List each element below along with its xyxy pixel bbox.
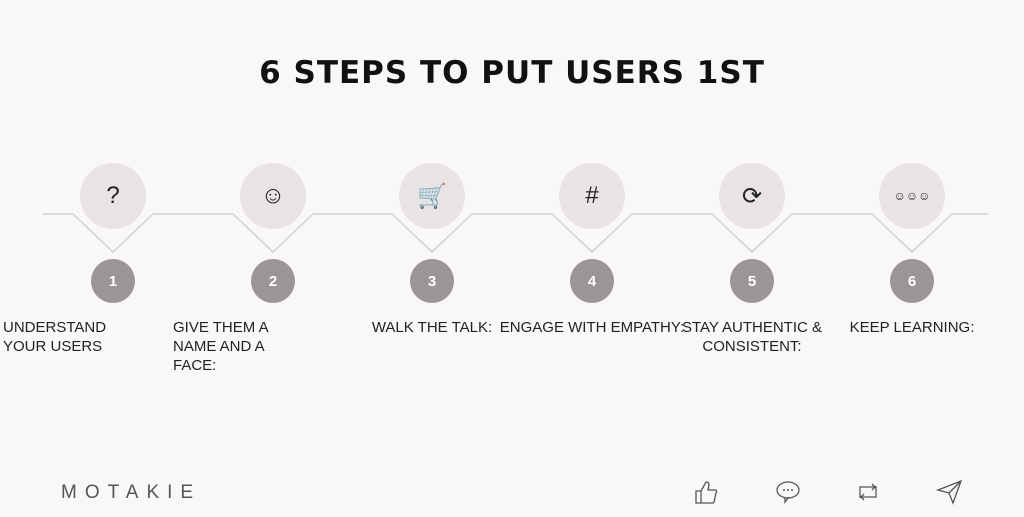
- repost-icon[interactable]: [854, 478, 882, 506]
- step-number: 1: [91, 259, 135, 303]
- step-icon-circle: #: [559, 163, 625, 229]
- brand-logo: MOTAKIE: [61, 482, 202, 503]
- step-label: STAY AUTHENTIC & CONSISTENT:: [681, 319, 823, 355]
- step-label: ENGAGE WITH EMPATHY:: [499, 319, 685, 336]
- step-number: 4: [570, 259, 614, 303]
- step-number: 6: [890, 259, 934, 303]
- social-engagement-icon: #: [585, 182, 599, 209]
- step-number: 5: [730, 259, 774, 303]
- send-icon[interactable]: [935, 478, 963, 506]
- journey-cart-icon: 🛒: [417, 182, 447, 210]
- step-label: KEEP LEARNING:: [849, 319, 975, 336]
- step-icon-circle: ⟳: [719, 163, 785, 229]
- step-label: GIVE THEM A NAME AND A FACE:: [173, 319, 268, 374]
- like-icon[interactable]: [693, 478, 721, 506]
- step-icon-circle: ☺☺☺: [879, 163, 945, 229]
- persona-face-icon: ☺: [260, 182, 286, 209]
- step-number: 2: [251, 259, 295, 303]
- question-person-icon: ?: [106, 182, 120, 209]
- page-title: 6 STEPS TO PUT USERS 1ST: [259, 55, 765, 91]
- step-icon-circle: 🛒: [399, 163, 465, 229]
- step-label: UNDERSTAND YOUR USERS: [3, 319, 107, 355]
- step-icon-circle: ☺: [240, 163, 306, 229]
- comment-icon[interactable]: [774, 478, 802, 506]
- step-label: WALK THE TALK:: [371, 319, 493, 336]
- timeline-line: [43, 213, 988, 254]
- feedback-rating-icon: ☺☺☺: [893, 189, 931, 203]
- step-number: 3: [410, 259, 454, 303]
- step-icon-circle: ?: [80, 163, 146, 229]
- cycle-check-icon: ⟳: [741, 182, 763, 210]
